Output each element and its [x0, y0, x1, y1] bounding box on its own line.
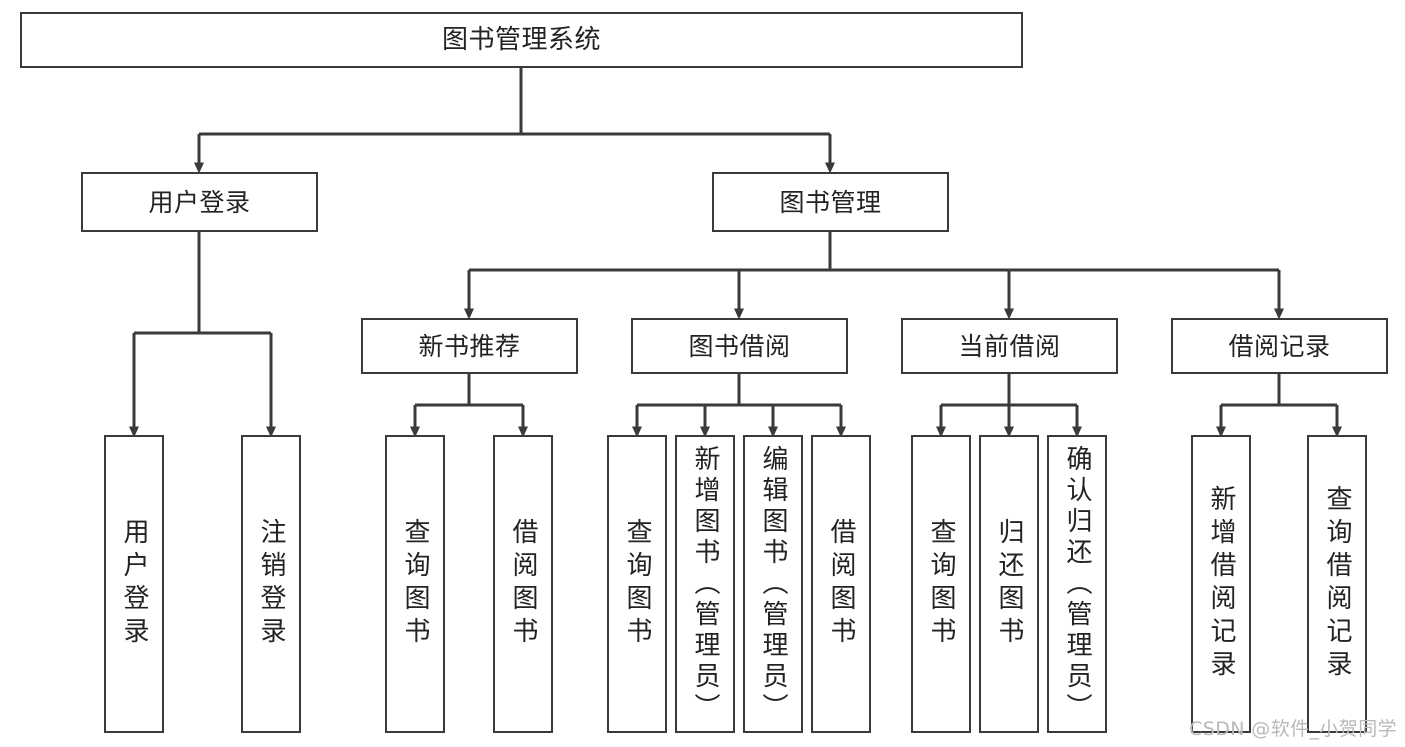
- node-leaf-query-book-current[interactable]: 查询图书: [911, 435, 971, 733]
- node-label: 确认归还（管理员）: [1062, 444, 1092, 724]
- node-leaf-borrow-book-recommend[interactable]: 借阅图书: [493, 435, 553, 733]
- node-leaf-add-borrow-record[interactable]: 新增借阅记录: [1191, 435, 1251, 733]
- node-user-login[interactable]: 用户登录: [81, 172, 318, 232]
- node-label: 用户登录: [148, 187, 251, 217]
- node-label: 借阅图书: [508, 518, 538, 650]
- node-label: 查询图书: [622, 518, 652, 650]
- node-label: 查询图书: [400, 518, 430, 650]
- node-label: 图书管理: [779, 187, 882, 217]
- node-current-borrow[interactable]: 当前借阅: [901, 318, 1118, 374]
- watermark-text: CSDN @软件_小贺同学: [1189, 718, 1397, 740]
- node-label: 借阅图书: [826, 518, 856, 650]
- node-label: 借阅记录: [1228, 331, 1331, 361]
- node-leaf-add-book-admin[interactable]: 新增图书（管理员）: [675, 435, 735, 733]
- node-leaf-logout[interactable]: 注销登录: [241, 435, 301, 733]
- node-new-book-recommend[interactable]: 新书推荐: [361, 318, 578, 374]
- node-label: 注销登录: [256, 518, 286, 650]
- node-leaf-user-login[interactable]: 用户登录: [104, 435, 164, 733]
- node-label: 当前借阅: [958, 331, 1061, 361]
- node-label: 用户登录: [119, 518, 149, 650]
- node-label: 图书借阅: [688, 331, 791, 361]
- node-label: 图书管理系统: [441, 24, 601, 55]
- node-leaf-query-borrow-record[interactable]: 查询借阅记录: [1307, 435, 1367, 733]
- node-leaf-query-book-borrow[interactable]: 查询图书: [607, 435, 667, 733]
- node-leaf-return-book[interactable]: 归还图书: [979, 435, 1039, 733]
- node-book-borrow[interactable]: 图书借阅: [631, 318, 848, 374]
- node-leaf-edit-book-admin[interactable]: 编辑图书（管理员）: [743, 435, 803, 733]
- node-leaf-confirm-return-admin[interactable]: 确认归还（管理员）: [1047, 435, 1107, 733]
- node-book-management[interactable]: 图书管理: [712, 172, 949, 232]
- node-leaf-query-book-recommend[interactable]: 查询图书: [385, 435, 445, 733]
- node-label: 编辑图书（管理员）: [758, 444, 788, 724]
- node-label: 查询图书: [926, 518, 956, 650]
- node-borrow-record[interactable]: 借阅记录: [1171, 318, 1388, 374]
- node-leaf-borrow-book[interactable]: 借阅图书: [811, 435, 871, 733]
- node-label: 新增借阅记录: [1206, 485, 1236, 683]
- node-label: 新增图书（管理员）: [690, 444, 720, 724]
- node-root-book-management-system[interactable]: 图书管理系统: [20, 12, 1023, 68]
- node-label: 查询借阅记录: [1322, 485, 1352, 683]
- node-label: 新书推荐: [418, 331, 521, 361]
- node-label: 归还图书: [994, 518, 1024, 650]
